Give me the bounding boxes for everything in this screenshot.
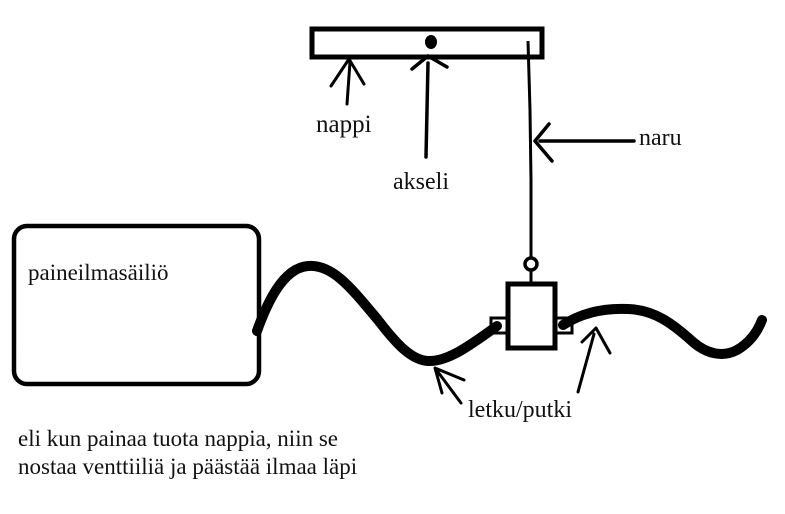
caption-line-1: eli kun painaa tuota nappia, niin se (18, 426, 338, 451)
valve-ring (523, 256, 539, 272)
label-naru: naru (639, 125, 682, 151)
label-akseli: akseli (393, 169, 449, 195)
label-paineilmasailio: paineilmasäiliö (28, 260, 169, 285)
caption-text: eli kun painaa tuota nappia, niin se nos… (18, 425, 357, 481)
hose-arrow-right (576, 326, 612, 394)
label-letku-putki: letku/putki (468, 397, 572, 423)
akseli-arrow (410, 54, 449, 159)
hose-right (558, 303, 767, 359)
valve-body (505, 281, 558, 351)
tank-shape (11, 223, 262, 387)
naru-arrow (533, 122, 636, 163)
label-nappi: nappi (316, 111, 372, 138)
nappi-arrow (329, 57, 366, 106)
axle-dot (425, 35, 437, 49)
string-line (526, 40, 533, 257)
hose-arrow-left (433, 366, 466, 405)
caption-line-2: nostaa venttiiliä ja päästää ilmaa läpi (18, 454, 358, 479)
hose-left (252, 260, 502, 366)
